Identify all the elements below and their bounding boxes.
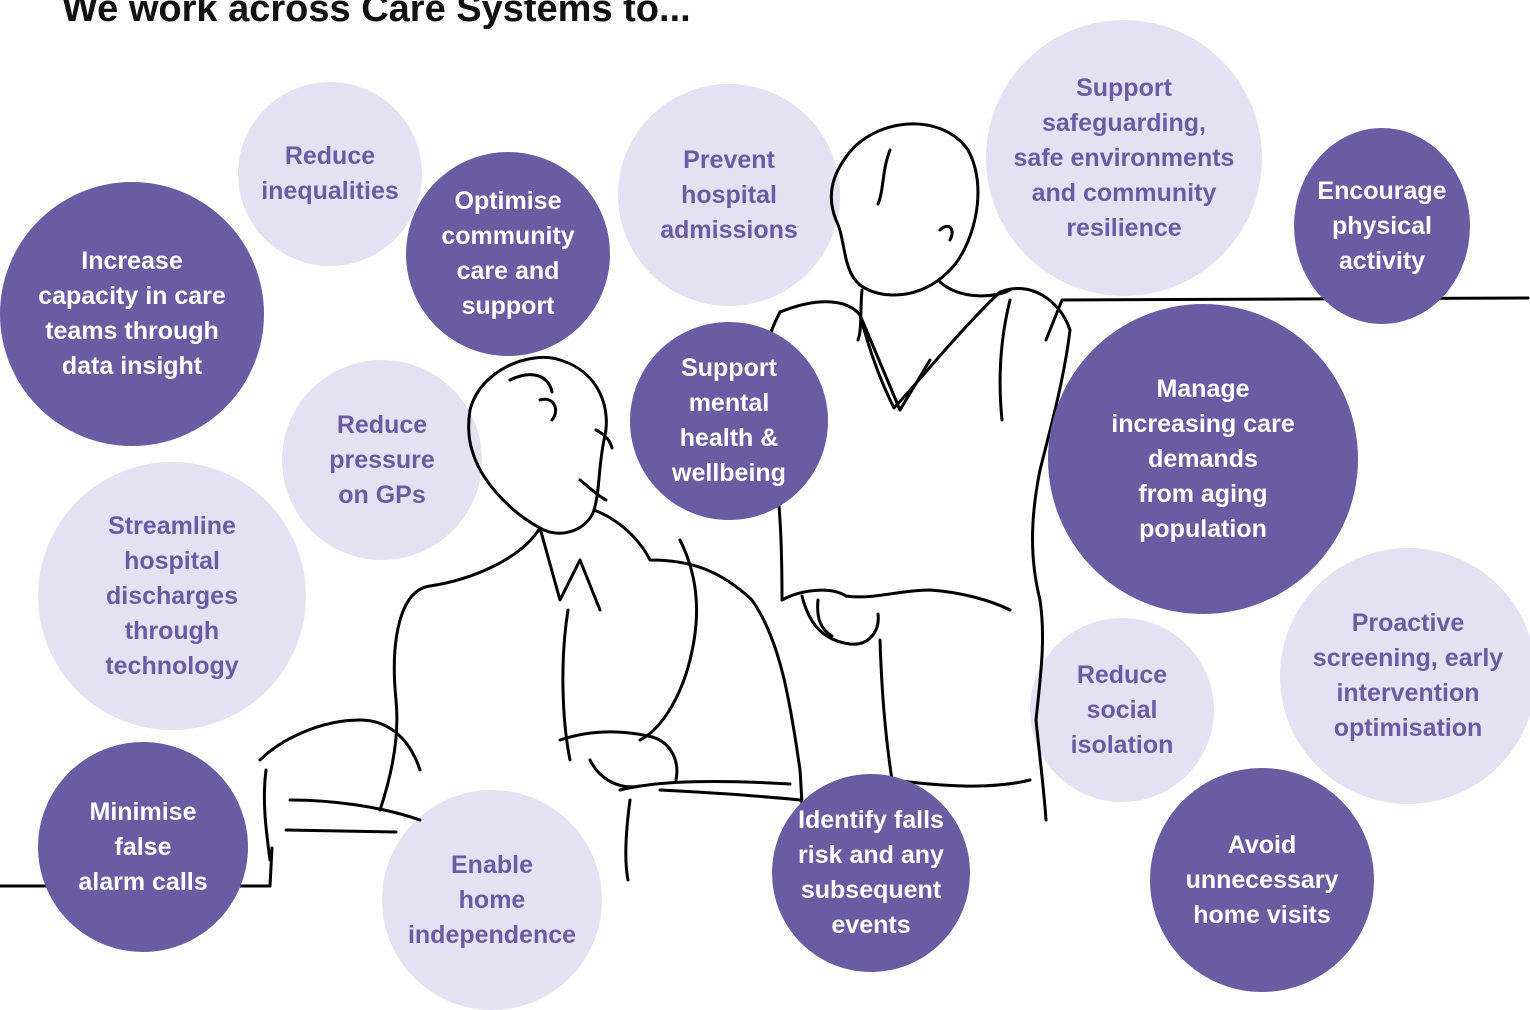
bubble-proactive-screening: Proactive screening, early intervention … [1280,548,1530,804]
bubble-label: Reduce pressure on GPs [329,410,435,509]
bubble-label: Support safeguarding, safe environments … [1013,73,1235,242]
page-title: We work across Care Systems to... [62,0,691,30]
bubble-enable-home-independence: Enable home independence [382,790,602,1010]
bubble-label: Optimise community care and support [441,187,575,320]
bubble-label: Identify falls risk and any subsequent e… [798,806,944,939]
bubble-label: Streamline hospital discharges through t… [105,511,239,680]
bubble-optimise-community-care: Optimise community care and support [406,152,610,356]
bubble-identify-falls-risk: Identify falls risk and any subsequent e… [772,774,970,972]
bubble-safeguarding: Support safeguarding, safe environments … [986,20,1262,296]
bubble-minimise-false-alarms: Minimise false alarm calls [38,742,248,952]
bubble-encourage-physical-activity: Encourage physical activity [1294,128,1470,324]
bubble-support-mental-health: Support mental health & wellbeing [630,322,828,520]
bubble-avoid-home-visits: Avoid unnecessary home visits [1150,768,1374,992]
bubble-label: Prevent hospital admissions [660,145,798,244]
bubble-label: Proactive screening, early intervention … [1312,609,1504,742]
bubble-prevent-admissions: Prevent hospital admissions [618,84,840,306]
bubble-label: Increase capacity in care teams through … [38,247,226,380]
bubble-reduce-pressure-gps: Reduce pressure on GPs [282,360,482,560]
bubble-label: Reduce inequalities [261,142,399,205]
bubble-label: Minimise false alarm calls [78,797,208,896]
bubble-reduce-inequalities: Reduce inequalities [238,82,422,266]
bubble-manage-care-demands: Manage increasing care demands from agin… [1048,304,1358,614]
bubble-reduce-social-isolation: Reduce social isolation [1030,618,1214,802]
bubble-label: Encourage physical activity [1317,176,1447,275]
bubble-increase-capacity: Increase capacity in care teams through … [0,182,264,446]
bubble-label: Avoid unnecessary home visits [1185,830,1339,929]
bubble-label: Manage increasing care demands from agin… [1111,374,1295,543]
bubble-label: Reduce social isolation [1070,660,1174,759]
bubble-streamline-discharges: Streamline hospital discharges through t… [38,462,306,730]
bubble-label: Enable home independence [407,850,577,949]
bubble-label: Support mental health & wellbeing [672,354,786,487]
